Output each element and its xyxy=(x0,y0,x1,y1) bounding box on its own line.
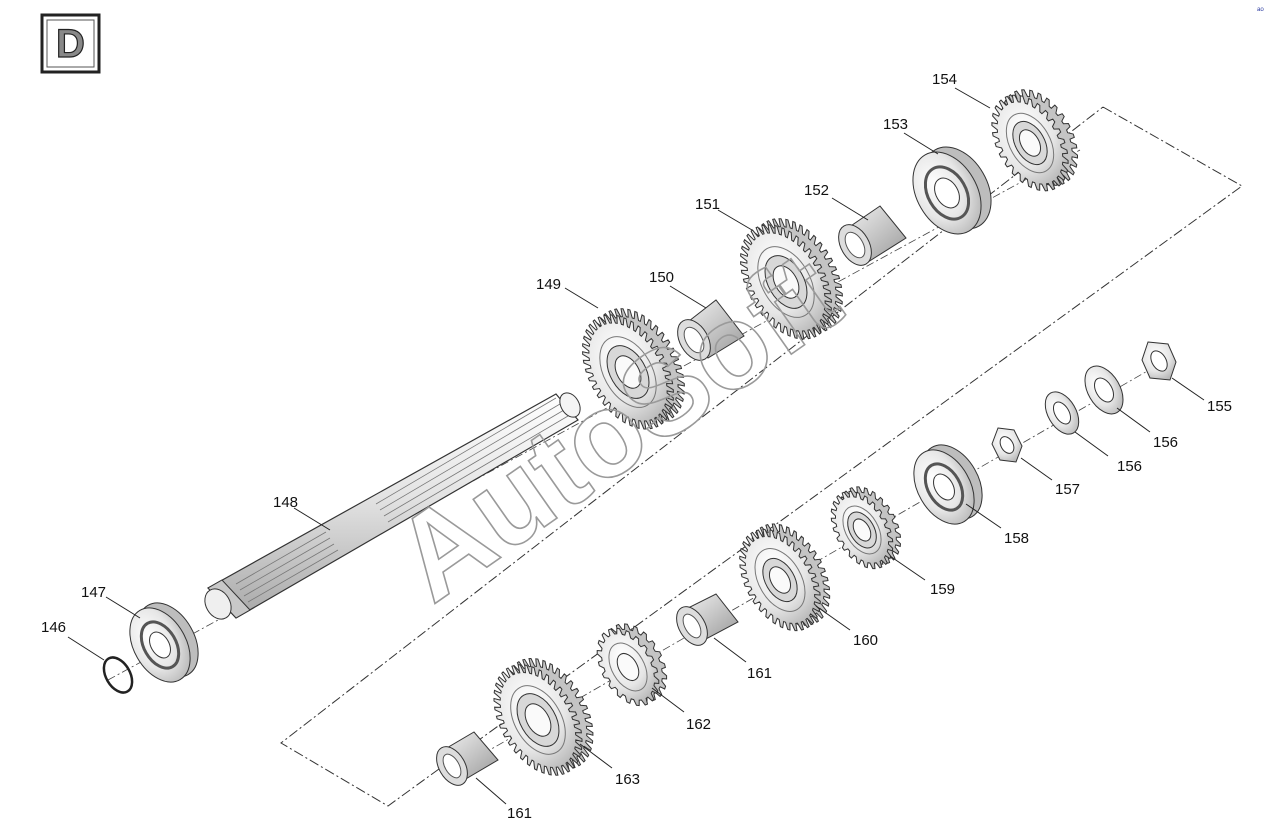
callout-161-lower: 161 xyxy=(507,805,532,822)
gear-162[interactable] xyxy=(596,623,668,707)
callout-156-upper: 156 xyxy=(1153,434,1178,451)
washer-156-upper[interactable] xyxy=(1077,359,1131,420)
bearing-153[interactable] xyxy=(899,135,1005,246)
callout-149: 149 xyxy=(536,276,561,293)
callout-161-upper: 161 xyxy=(747,665,772,682)
leader-161-lower xyxy=(475,777,507,805)
leader-152 xyxy=(831,197,869,221)
callout-163: 163 xyxy=(615,771,640,788)
leader-146 xyxy=(67,636,105,661)
gear-163[interactable] xyxy=(493,657,594,776)
section-badge: D xyxy=(40,13,101,74)
snap-ring-146[interactable] xyxy=(98,653,138,698)
leader-148 xyxy=(293,507,331,531)
bushing-152[interactable] xyxy=(832,205,907,271)
leader-157 xyxy=(1020,457,1053,481)
callout-153: 153 xyxy=(883,116,908,133)
leader-156-upper xyxy=(1116,407,1151,433)
bearing-147[interactable] xyxy=(117,592,210,692)
gear-154[interactable] xyxy=(991,89,1078,192)
section-badge-letter: D xyxy=(56,22,85,66)
callout-162: 162 xyxy=(686,716,711,733)
callout-150: 150 xyxy=(649,269,674,286)
callout-159: 159 xyxy=(930,581,955,598)
nut-155[interactable] xyxy=(1141,341,1177,381)
bushing-150[interactable] xyxy=(671,299,745,366)
leader-151 xyxy=(717,209,753,231)
leader-154 xyxy=(954,87,991,109)
bushing-161-lower[interactable] xyxy=(430,731,499,791)
callout-155: 155 xyxy=(1207,398,1232,415)
leader-147 xyxy=(105,596,141,619)
callout-160: 160 xyxy=(853,632,878,649)
leader-lines xyxy=(67,87,1205,805)
callout-147: 147 xyxy=(81,584,106,601)
leader-153 xyxy=(903,132,939,155)
leader-161-upper xyxy=(713,637,747,663)
callout-151: 151 xyxy=(695,196,720,213)
leader-159 xyxy=(889,555,926,581)
leader-149 xyxy=(564,287,599,309)
leader-163 xyxy=(579,743,613,769)
callout-156-lower: 156 xyxy=(1117,458,1142,475)
leader-155 xyxy=(1171,377,1205,401)
leader-162 xyxy=(651,687,685,713)
washer-156-lower[interactable] xyxy=(1038,386,1085,440)
leader-150 xyxy=(669,285,707,309)
callout-154: 154 xyxy=(932,71,957,88)
bearing-158[interactable] xyxy=(901,434,994,534)
callout-148: 148 xyxy=(273,494,298,511)
leader-156-lower xyxy=(1074,431,1109,457)
leader-160 xyxy=(815,605,851,631)
callout-146: 146 xyxy=(41,619,66,636)
gear-159[interactable] xyxy=(830,486,902,570)
bushing-161-upper[interactable] xyxy=(670,593,739,651)
assembly-boundary xyxy=(280,106,1243,807)
shaft-148[interactable] xyxy=(200,389,585,624)
nut-157[interactable] xyxy=(991,427,1023,463)
leader-158 xyxy=(965,503,1002,529)
corner-mark: ᵃᵒ xyxy=(1257,5,1264,15)
gear-149[interactable] xyxy=(582,308,685,430)
callout-152: 152 xyxy=(804,182,829,199)
gear-151[interactable] xyxy=(740,218,843,340)
callout-157: 157 xyxy=(1055,481,1080,498)
gear-160[interactable] xyxy=(739,523,831,632)
callout-158: 158 xyxy=(1004,530,1029,547)
